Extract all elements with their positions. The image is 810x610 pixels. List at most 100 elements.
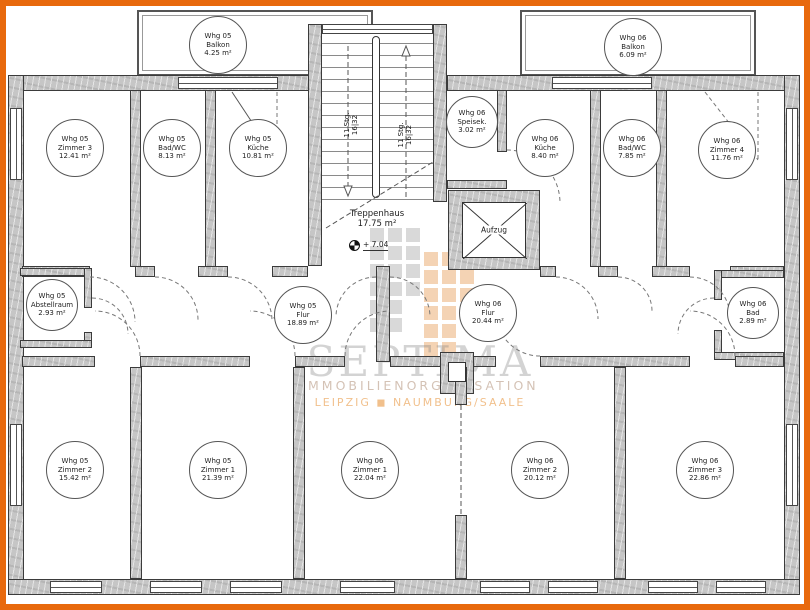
window [716, 581, 766, 593]
room-area: 22.86 m² [689, 474, 721, 483]
wall [714, 270, 784, 278]
room-apt: Whg 06 [619, 34, 647, 43]
level-symbol-icon [349, 240, 360, 251]
window [480, 581, 530, 593]
stair-flight-count: 11 Stg. [343, 112, 351, 138]
room-name: Zimmer 2 [522, 465, 558, 474]
room-label-whg05-zimmer2: Whg 05 Zimmer 2 15.42 m² [46, 441, 104, 499]
duct-opening [448, 362, 466, 382]
room-name: Zimmer 2 [57, 465, 93, 474]
watermark-cities: LEIPZIG ◼ NAUMBURG/SAALE [314, 396, 526, 409]
stair-riser-tread: 16|32 [351, 114, 359, 136]
room-area: 10.81 m² [242, 152, 274, 161]
room-area: 22.04 m² [354, 474, 386, 483]
apartment-divider-wall [376, 266, 390, 362]
room-name: Bad/WC [158, 143, 186, 152]
room-area: 21.39 m² [202, 474, 234, 483]
room-name: Zimmer 3 [57, 143, 93, 152]
room-name: Küche [247, 143, 269, 152]
wall [614, 367, 626, 579]
wall [140, 356, 250, 367]
room-area: 7.85 m² [618, 152, 646, 161]
room-area: 8.40 m² [531, 152, 559, 161]
room-name: Flur [481, 308, 495, 317]
room-apt: Whg 05 [289, 302, 317, 311]
room-label-whg05-kueche: Whg 05 Küche 10.81 m² [229, 119, 287, 177]
wall [205, 90, 216, 267]
stairwell-window [322, 24, 433, 34]
room-apt: Whg 06 [618, 135, 646, 144]
wall [130, 367, 142, 579]
wall [598, 266, 618, 277]
window [10, 108, 22, 180]
room-name: Zimmer 4 [709, 145, 745, 154]
window [150, 581, 202, 593]
balcony-whg05 [137, 10, 373, 76]
stair-handrail [372, 36, 380, 198]
room-name: Zimmer 1 [352, 465, 388, 474]
room-label-whg05-badwc: Whg 05 Bad/WC 8.13 m² [143, 119, 201, 177]
window [230, 581, 282, 593]
room-apt: Whg 05 [38, 292, 66, 301]
stairwell-name: Treppenhaus [349, 209, 405, 219]
window [178, 77, 278, 89]
room-apt: Whg 05 [158, 135, 186, 144]
apartment-divider-wall [293, 367, 305, 579]
room-apt: Whg 06 [713, 137, 741, 146]
stairwell-label: Treppenhaus 17.75 m² [327, 209, 427, 229]
room-area: 2.89 m² [739, 317, 767, 326]
room-apt: Whg 05 [204, 32, 232, 41]
room-label-whg05-abstellraum: Whg 05 Abstellraum 2.93 m² [26, 279, 78, 331]
wall [135, 266, 155, 277]
wall [652, 266, 690, 277]
wall [590, 90, 601, 267]
wall [130, 90, 141, 267]
room-name: Bad [746, 308, 760, 317]
room-label-whg05-zimmer3: Whg 05 Zimmer 3 12.41 m² [46, 119, 104, 177]
wall [656, 90, 667, 267]
window [648, 581, 698, 593]
room-apt: Whg 06 [739, 300, 767, 309]
room-label-whg06-zimmer1: Whg 06 Zimmer 1 22.04 m² [341, 441, 399, 499]
wall [433, 24, 447, 202]
wall [84, 268, 92, 308]
stair-flight-annotation-right: 11 Stg. 16|32 [397, 107, 415, 163]
room-label-whg06-bad: Whg 06 Bad 2.89 m² [727, 287, 779, 339]
room-name: Küche [534, 143, 556, 152]
wall [20, 340, 92, 348]
room-label-whg06-balkon: Whg 06 Balkon 6.09 m² [604, 18, 662, 76]
room-label-whg06-kueche: Whg 06 Küche 8.40 m² [516, 119, 574, 177]
room-area: 8.13 m² [158, 152, 186, 161]
room-name: Balkon [206, 40, 230, 49]
wall [714, 270, 722, 300]
room-name: Balkon [621, 42, 645, 51]
stairwell-area: 17.75 m² [357, 219, 397, 229]
window [786, 424, 798, 506]
wall [455, 515, 467, 579]
window [548, 581, 598, 593]
room-area: 18.89 m² [287, 319, 319, 328]
room-apt: Whg 05 [61, 457, 89, 466]
room-apt: Whg 06 [356, 457, 384, 466]
wall [308, 24, 322, 266]
room-apt: Whg 06 [526, 457, 554, 466]
room-apt: Whg 05 [204, 457, 232, 466]
room-apt: Whg 06 [458, 109, 486, 118]
room-area: 2.93 m² [38, 309, 66, 318]
room-name: Zimmer 3 [687, 465, 723, 474]
room-name: Zimmer 1 [200, 465, 236, 474]
elevator-car: Aufzug [462, 202, 527, 259]
elevator-label: Aufzug [479, 225, 509, 235]
room-label-whg06-zimmer2: Whg 06 Zimmer 2 20.12 m² [511, 441, 569, 499]
room-apt: Whg 06 [474, 300, 502, 309]
room-name: Abstellraum [30, 300, 74, 309]
room-area: 20.44 m² [472, 317, 504, 326]
wall [20, 268, 92, 276]
room-area: 15.42 m² [59, 474, 91, 483]
wall [540, 356, 690, 367]
wall [447, 180, 507, 189]
stair-flight-count: 11 Stg. [397, 122, 405, 148]
room-label-whg06-flur: Whg 06 Flur 20.44 m² [459, 284, 517, 342]
wall [540, 266, 556, 277]
room-label-whg05-flur: Whg 05 Flur 18.89 m² [274, 286, 332, 344]
